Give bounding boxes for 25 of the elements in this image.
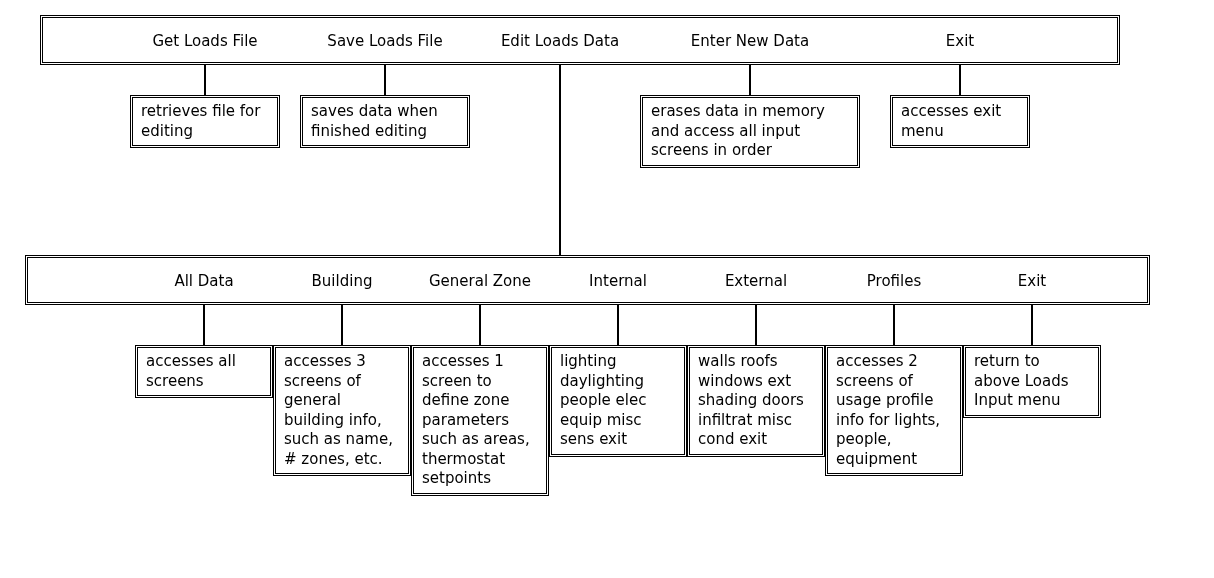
- menu-item: Exit: [920, 30, 1000, 52]
- description-box: return to above Loads Input menu: [963, 345, 1101, 418]
- menu-item: General Zone: [420, 270, 540, 292]
- menu-item: Exit: [978, 270, 1086, 292]
- menu-item: Get Loads File: [145, 30, 265, 52]
- menu-item: External: [702, 270, 810, 292]
- description-box: saves data when finished editing: [300, 95, 470, 148]
- menu-item: Edit Loads Data: [495, 30, 625, 52]
- description-box: accesses 2 screens of usage profile info for lights, people, equipment: [825, 345, 963, 476]
- menu-item: Save Loads File: [320, 30, 450, 52]
- menu-item: Internal: [564, 270, 672, 292]
- description-box: accesses 1 screen to define zone parameters such as areas, thermostat setpoints: [411, 345, 549, 496]
- description-box: retrieves file for editing: [130, 95, 280, 148]
- menu-bar: [25, 255, 1150, 305]
- description-box: walls roofs windows ext shading doors infiltrat misc cond exit: [687, 345, 825, 457]
- menu-item: Building: [288, 270, 396, 292]
- menu-item: Enter New Data: [690, 30, 810, 52]
- description-box: accesses all screens: [135, 345, 273, 398]
- menu-bar: [40, 15, 1120, 65]
- description-box: accesses exit menu: [890, 95, 1030, 148]
- description-box: accesses 3 screens of general building info, such as name, # zones, etc.: [273, 345, 411, 476]
- menu-item: Profiles: [840, 270, 948, 292]
- menu-item: All Data: [150, 270, 258, 292]
- description-box: erases data in memory and access all input screens in order: [640, 95, 860, 168]
- description-box: lighting daylighting people elec equip misc sens exit: [549, 345, 687, 457]
